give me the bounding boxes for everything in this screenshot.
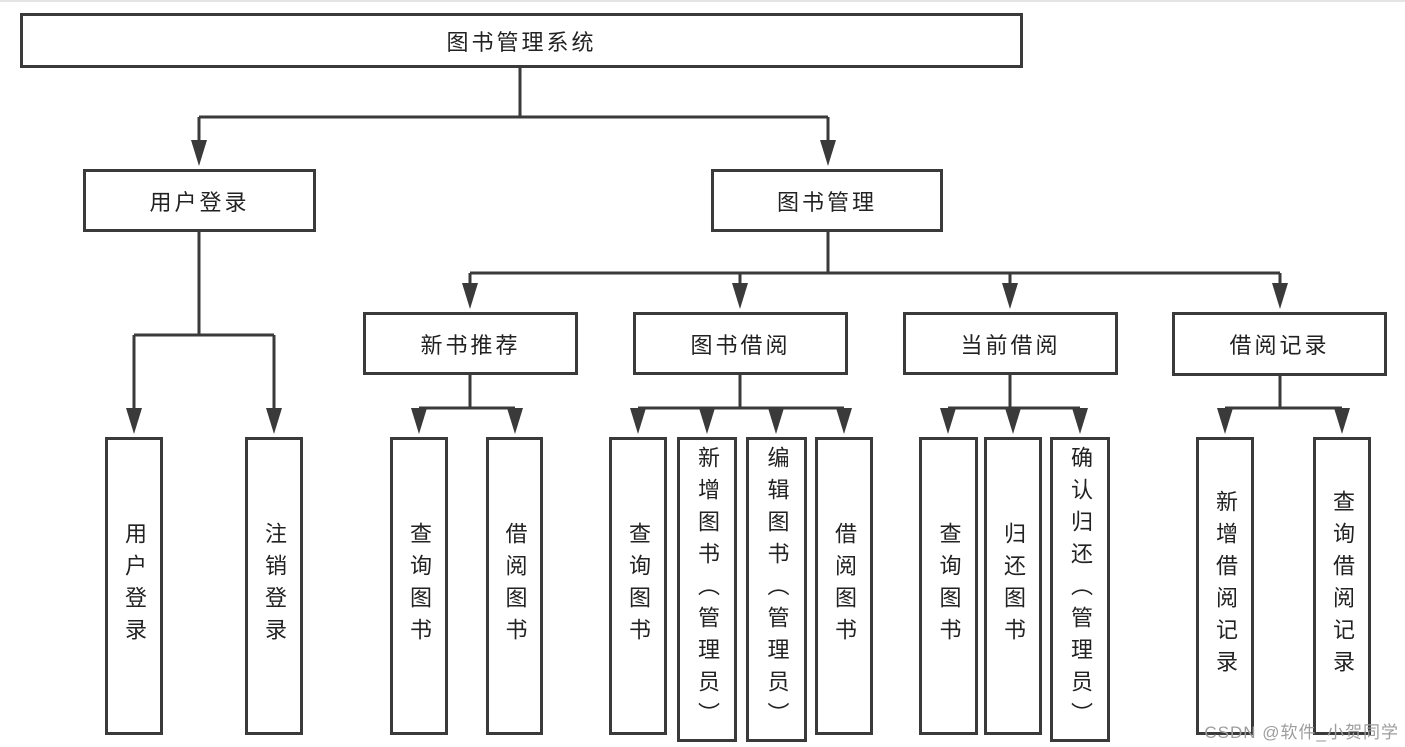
- node-leaf-add-borrow-record: 新增借阅记录: [1196, 437, 1254, 735]
- arrowhead: [191, 140, 207, 166]
- node-leaf-query-borrow-record-label: 查询借阅记录: [1330, 490, 1355, 682]
- arrowhead: [1005, 408, 1021, 434]
- node-new-book-recommend: 新书推荐: [363, 312, 578, 375]
- node-current-borrowing: 当前借阅: [903, 312, 1118, 375]
- arrowhead: [768, 408, 784, 434]
- node-leaf-confirm-return-admin: 确认归还（管理员）: [1050, 437, 1110, 742]
- arrowhead: [820, 140, 836, 166]
- node-leaf-query-books-borrowing: 查询图书: [609, 437, 667, 735]
- node-new-book-recommend-label: 新书推荐: [420, 332, 521, 358]
- node-leaf-return-books-label: 归还图书: [1001, 522, 1026, 650]
- arrowhead: [630, 408, 646, 434]
- node-leaf-return-books: 归还图书: [984, 437, 1042, 735]
- node-leaf-query-books-borrowing-label: 查询图书: [626, 522, 651, 650]
- arrowhead: [462, 283, 478, 309]
- watermark: CSDN @软件_小贺同学: [1204, 723, 1399, 742]
- node-leaf-logout: 注销登录: [245, 437, 303, 735]
- node-leaf-borrow-books-recommend: 借阅图书: [486, 437, 543, 735]
- node-leaf-edit-books-admin: 编辑图书（管理员）: [746, 437, 807, 742]
- node-leaf-borrow-books: 借阅图书: [815, 437, 873, 735]
- node-book-borrowing-label: 图书借阅: [690, 332, 791, 358]
- node-leaf-query-books-current: 查询图书: [919, 437, 978, 735]
- arrowhead: [1072, 408, 1088, 434]
- arrowhead: [699, 408, 715, 434]
- node-borrowing-records-label: 借阅记录: [1229, 333, 1330, 358]
- node-leaf-confirm-return-admin-label: 确认归还（管理员）: [1068, 445, 1093, 734]
- arrowhead: [266, 408, 282, 434]
- node-leaf-user-login-label: 用户登录: [122, 522, 147, 650]
- node-leaf-add-books-admin-label: 新增图书（管理员）: [695, 445, 720, 734]
- node-root-library-management-system: 图书管理系统: [20, 13, 1023, 68]
- node-leaf-query-borrow-record: 查询借阅记录: [1313, 437, 1371, 735]
- arrowhead: [836, 408, 852, 434]
- node-leaf-user-login: 用户登录: [105, 437, 163, 735]
- arrowhead: [940, 408, 956, 434]
- arrowheads: [126, 140, 1350, 434]
- node-borrowing-records: 借阅记录: [1172, 312, 1387, 376]
- node-book-management-label: 图书管理: [776, 189, 877, 215]
- node-leaf-add-borrow-record-label: 新增借阅记录: [1213, 490, 1238, 682]
- node-leaf-add-books-admin: 新增图书（管理员）: [677, 437, 737, 742]
- node-book-management: 图书管理: [711, 169, 943, 232]
- node-leaf-logout-label: 注销登录: [262, 522, 287, 650]
- node-leaf-borrow-books-recommend-label: 借阅图书: [502, 522, 528, 650]
- arrowhead: [1002, 283, 1018, 309]
- arrowhead: [1334, 408, 1350, 434]
- node-book-borrowing: 图书借阅: [633, 312, 848, 375]
- arrowhead: [1217, 408, 1233, 434]
- node-user-login: 用户登录: [83, 169, 316, 232]
- arrowhead: [1272, 283, 1288, 309]
- top-edge-line: [0, 0, 1405, 2]
- node-leaf-borrow-books-label: 借阅图书: [832, 522, 857, 650]
- node-leaf-query-books-current-label: 查询图书: [936, 522, 962, 650]
- arrowhead: [507, 408, 523, 434]
- arrowhead: [126, 408, 142, 434]
- node-current-borrowing-label: 当前借阅: [960, 332, 1061, 358]
- arrowhead: [411, 408, 427, 434]
- node-root-label: 图书管理系统: [446, 29, 597, 55]
- node-user-login-label: 用户登录: [149, 189, 250, 215]
- node-leaf-query-books-recommend: 查询图书: [390, 437, 448, 735]
- arrowhead: [732, 283, 748, 309]
- node-leaf-query-books-recommend-label: 查询图书: [407, 522, 432, 650]
- node-leaf-edit-books-admin-label: 编辑图书（管理员）: [764, 445, 790, 734]
